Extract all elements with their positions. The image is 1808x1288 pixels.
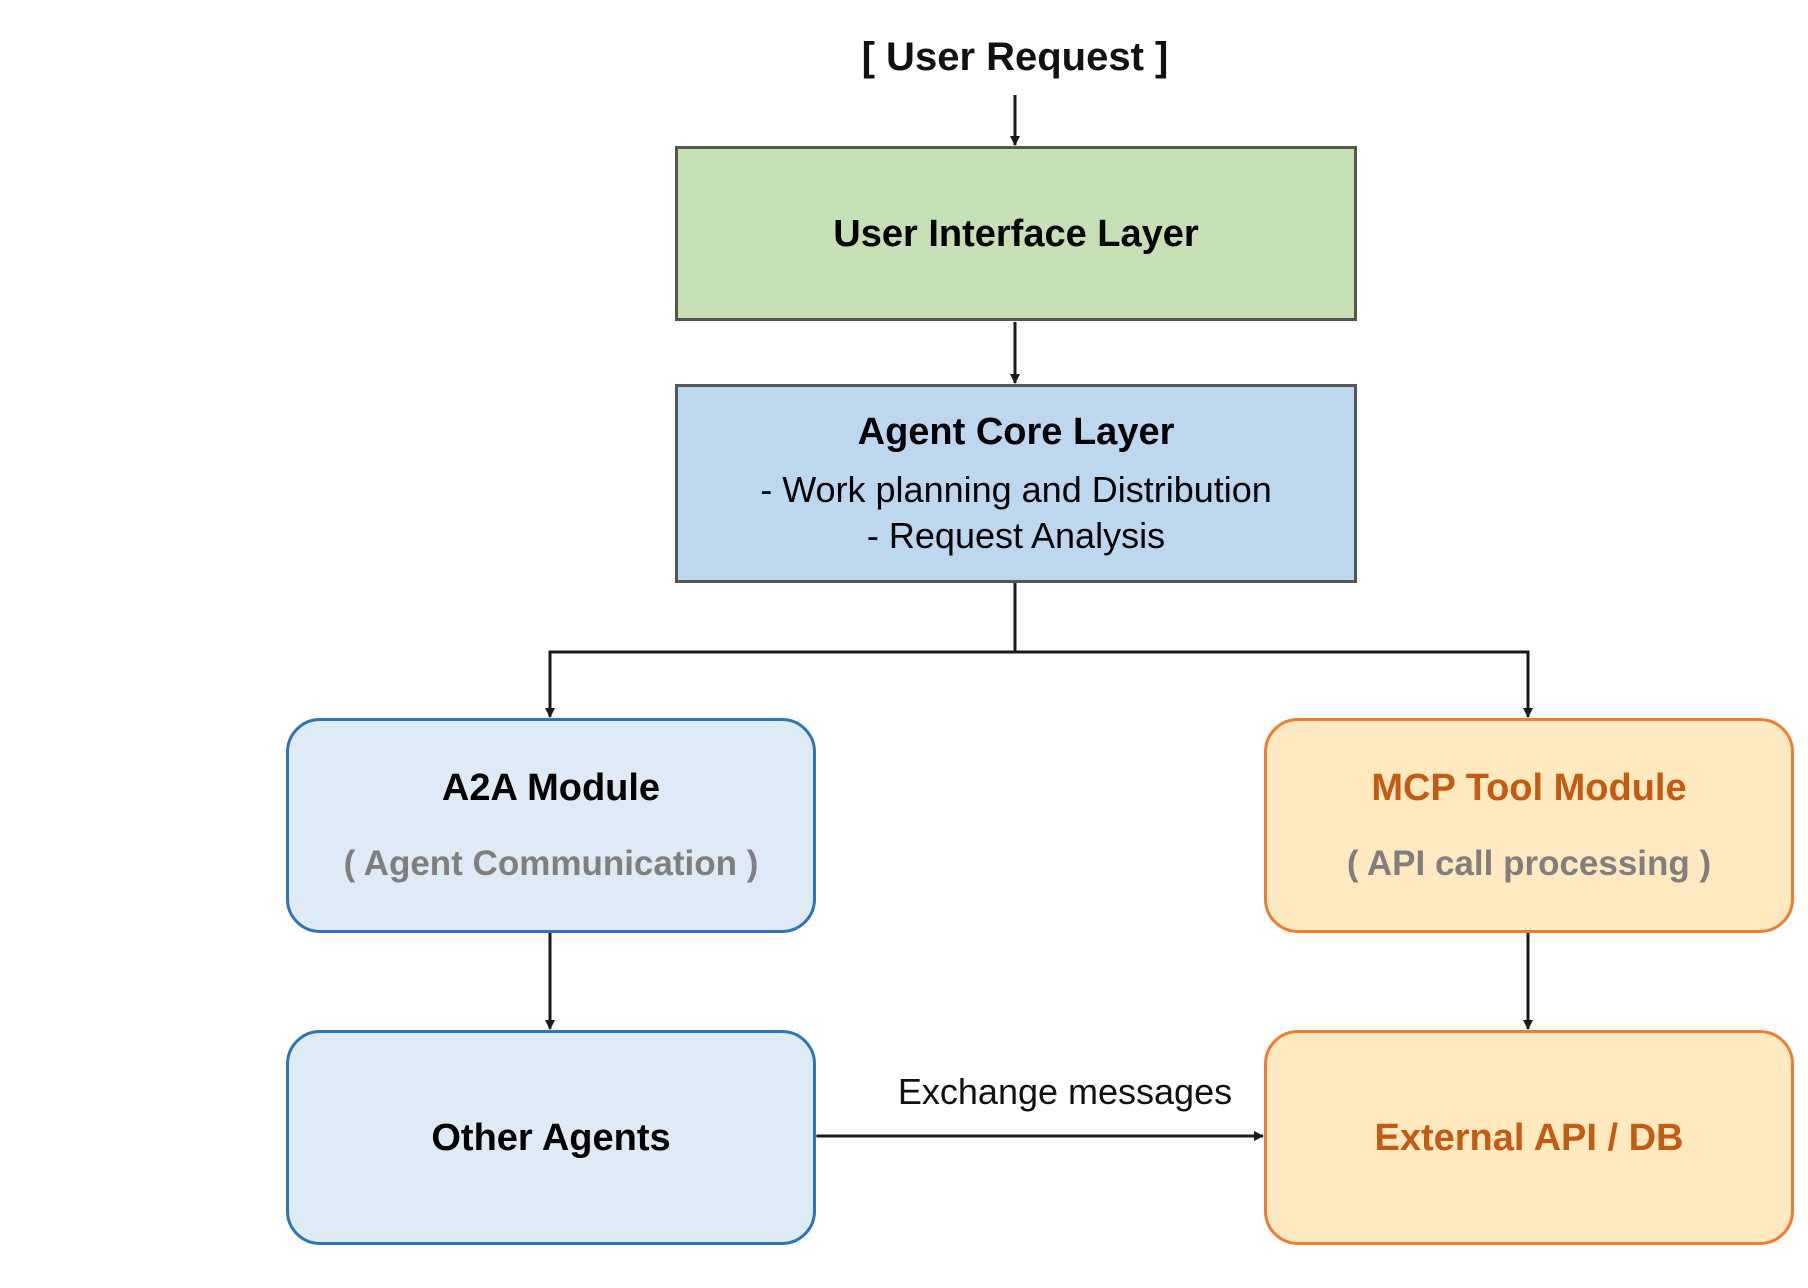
other-agents-box: Other Agents: [286, 1030, 816, 1245]
agent-core-line-work-planning: - Work planning and Distribution: [760, 468, 1272, 510]
user-interface-layer-box: User Interface Layer: [675, 146, 1357, 321]
mcp-tool-module-title: MCP Tool Module: [1371, 766, 1687, 809]
user-interface-layer-title: User Interface Layer: [833, 212, 1199, 255]
external-api-db-box: External API / DB: [1264, 1030, 1794, 1245]
agent-core-layer-box: Agent Core Layer - Work planning and Dis…: [675, 384, 1357, 583]
user-request-label: [ User Request ]: [861, 35, 1169, 79]
a2a-module-box: A2A Module ( Agent Communication ): [286, 718, 816, 933]
a2a-module-subtitle: ( Agent Communication ): [343, 843, 759, 883]
exchange-messages-label: Exchange messages: [897, 1071, 1233, 1112]
agent-core-layer-title: Agent Core Layer: [857, 410, 1175, 453]
mcp-tool-module-box: MCP Tool Module ( API call processing ): [1264, 718, 1794, 933]
mcp-tool-module-subtitle: ( API call processing ): [1346, 843, 1712, 883]
external-api-db-title: External API / DB: [1374, 1116, 1684, 1159]
other-agents-title: Other Agents: [431, 1116, 671, 1159]
agent-core-line-request-analysis: - Request Analysis: [866, 514, 1166, 556]
arrow-core-to-a2a: [545, 650, 1015, 718]
a2a-module-title: A2A Module: [441, 766, 661, 809]
arrow-core-to-mcp: [1015, 650, 1533, 718]
